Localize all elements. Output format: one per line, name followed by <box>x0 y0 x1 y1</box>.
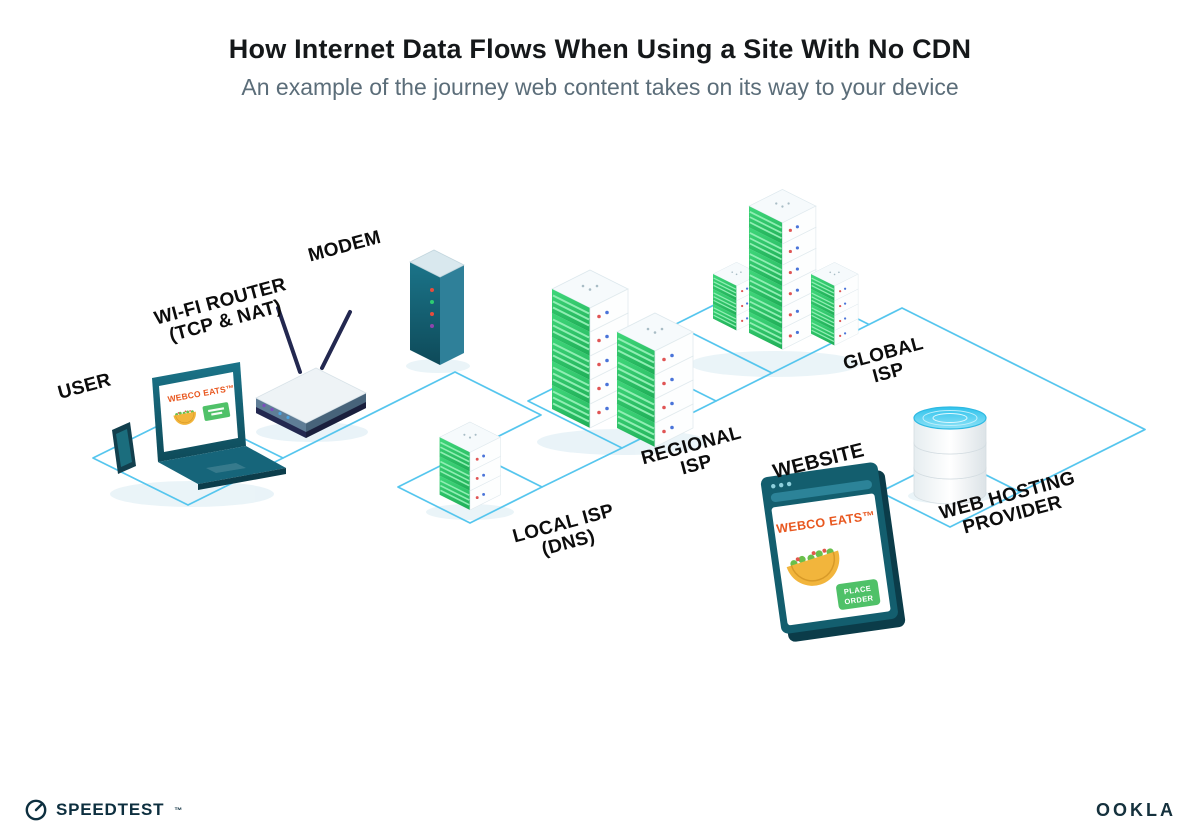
web-hosting-database <box>913 406 987 505</box>
modem-device <box>409 249 465 365</box>
ookla-logo: OOKLA <box>1096 799 1176 820</box>
line-global-to-hosting <box>868 307 1146 493</box>
page-title: How Internet Data Flows When Using a Sit… <box>228 34 972 64</box>
page-subtitle: An example of the journey web content ta… <box>241 74 959 100</box>
laptop-order-button <box>202 402 231 421</box>
trademark-symbol: ™ <box>174 805 184 815</box>
wifi-router <box>255 306 367 438</box>
user-laptop: WEBCO EATS™ <box>152 362 286 490</box>
speedtest-wordmark: SPEEDTEST <box>56 800 165 819</box>
svg-text:USER: USER <box>56 370 114 404</box>
line-local-to-regional <box>541 447 623 488</box>
label-user: USER <box>56 370 114 404</box>
header: How Internet Data Flows When Using a Sit… <box>0 34 1200 101</box>
svg-text:MODEM: MODEM <box>306 227 383 267</box>
local-isp-servers <box>438 421 502 511</box>
antenna-icon <box>276 306 302 374</box>
label-local-isp: LOCAL ISP (DNS) <box>510 500 616 560</box>
order-button-line2: ORDER <box>844 593 874 606</box>
regional-isp-servers <box>551 269 694 448</box>
smartphone <box>112 422 136 474</box>
speedtest-logo: SPEEDTEST ™ <box>24 798 183 822</box>
website-window: WEBCO EATS™ PLACE ORDER <box>760 462 906 642</box>
label-modem: MODEM <box>306 227 383 267</box>
line-user-to-local <box>282 371 542 459</box>
label-global-isp: GLOBAL ISP <box>841 333 926 387</box>
line-regional-to-global <box>715 372 773 402</box>
order-button-line1: PLACE <box>843 584 871 597</box>
antenna-icon <box>320 310 352 370</box>
address-bar <box>770 480 872 503</box>
label-wifi-router: WI-FI ROUTER (TCP & NAT) <box>152 274 288 346</box>
global-isp-servers <box>712 188 859 351</box>
place-order-button <box>836 579 881 610</box>
window-controls <box>771 481 792 489</box>
speedtest-gauge-icon <box>25 799 47 821</box>
footer: SPEEDTEST ™ OOKLA <box>24 798 1176 822</box>
